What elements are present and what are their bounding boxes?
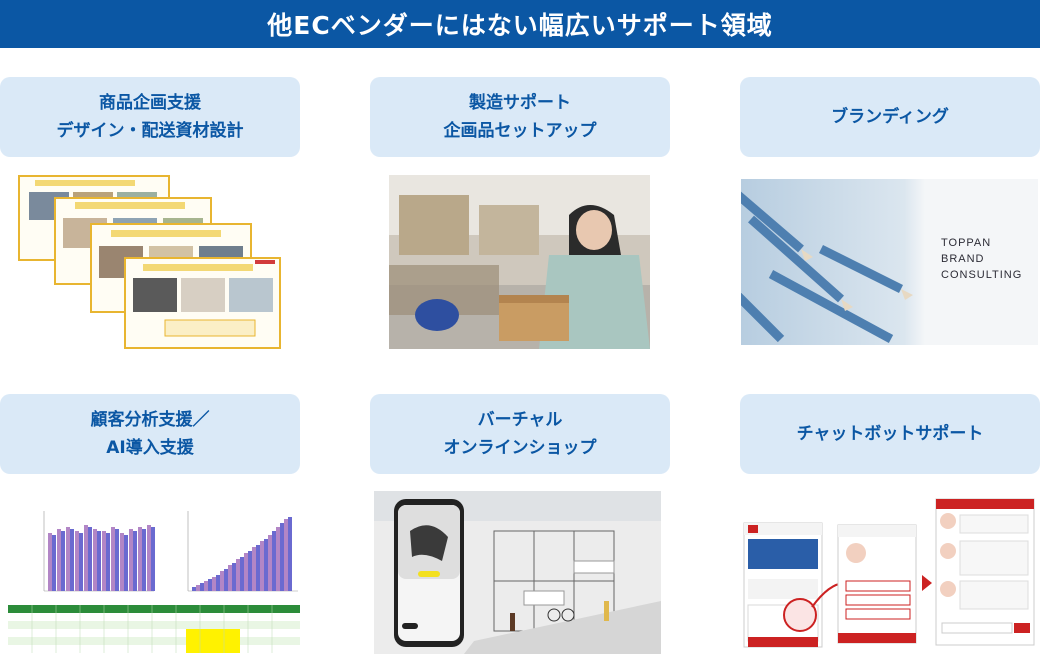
branding-pencils-image: TOPPAN BRAND CONSULTING	[741, 179, 1038, 345]
card-virtual-shop: バーチャル オンラインショップ	[370, 394, 670, 474]
card-branding: ブランディング	[740, 77, 1040, 157]
chatbot-screens-image	[742, 497, 1038, 649]
planning-documents-image	[15, 172, 283, 350]
card-subtitle: 企画品セットアップ	[443, 121, 597, 141]
card-title: ブランディング	[831, 107, 949, 127]
manufacturing-worker-photo	[389, 175, 650, 349]
card-title: バーチャル	[477, 410, 563, 430]
card-chatbot: チャットボットサポート	[740, 394, 1040, 474]
card-title: 製造サポート	[469, 93, 571, 113]
card-subtitle: デザイン・配送資材設計	[56, 121, 244, 141]
branding-logo-line2: CONSULTING	[941, 269, 1023, 281]
card-manufacturing: 製造サポート 企画品セットアップ	[370, 77, 670, 157]
virtual-shop-image	[374, 491, 661, 654]
branding-logo-text: TOPPAN BRAND CONSULTING	[941, 235, 1038, 283]
card-analytics: 顧客分析支援／ AI導入支援	[0, 394, 300, 474]
page-title: 他ECベンダーにはない幅広いサポート領域	[267, 11, 773, 40]
card-title: 顧客分析支援／	[90, 410, 210, 430]
card-subtitle: AI導入支援	[106, 438, 194, 458]
page-title-banner: 他ECベンダーにはない幅広いサポート領域	[0, 0, 1040, 48]
card-product-planning: 商品企画支援 デザイン・配送資材設計	[0, 77, 300, 157]
branding-logo-line1: TOPPAN BRAND	[941, 237, 992, 265]
card-subtitle: オンラインショップ	[443, 438, 597, 458]
card-title: 商品企画支援	[99, 93, 201, 113]
analytics-charts-image	[8, 503, 300, 653]
card-title: チャットボットサポート	[796, 424, 984, 444]
